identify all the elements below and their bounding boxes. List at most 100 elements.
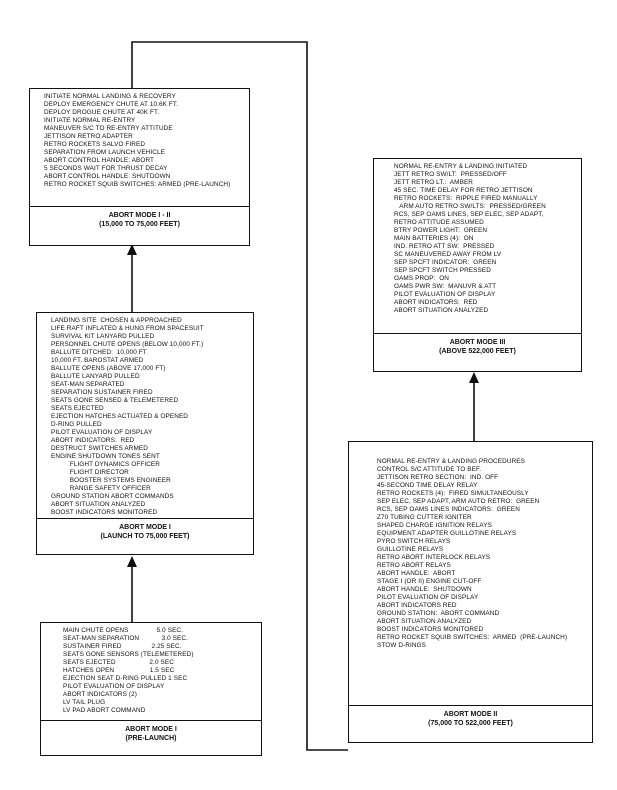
step-line: DEPLOY DROGUE CHUTE AT 40K FT. <box>44 109 160 116</box>
step-line: ABORT CONTROL HANDLE: SHUTDOWN <box>44 173 171 180</box>
step-line: 10,000 FT. BAROSTAT ARMED <box>51 357 144 364</box>
step-line: FLIGHT DYNAMICS OFFICER <box>51 461 160 468</box>
step-line: SEATS EJECTED 2.0 SEC <box>63 659 174 666</box>
step-line: BOOSTER SYSTEMS ENGINEER <box>51 477 171 484</box>
step-line: SEPARATION SUSTAINER FIRED <box>51 389 153 396</box>
step-line: RETRO ROCKET SQUIB SWITCHES: ARMED (PRE-… <box>44 181 231 188</box>
step-line: SUSTAINER FIRED 2.25 SEC. <box>63 643 182 650</box>
step-line: OAMS PWR SW: MANUVR & ATT <box>394 283 497 290</box>
step-line: BTRY POWER LIGHT: GREEN <box>394 227 488 234</box>
step-line: EJECTION SEAT D-RING PULLED 1 SEC <box>63 675 188 682</box>
step-line: Z70 TUBING CUTTER IGNITER <box>377 514 472 521</box>
step-line: RETRO ROCKET SQUIB SWITCHES: ARMED (PRE-… <box>377 634 568 641</box>
step-line: 45 SEC. TIME DELAY FOR RETRO JETTISON <box>394 187 533 194</box>
arrowhead-up <box>127 244 137 255</box>
step-line: ABORT CONTROL HANDLE: ABORT <box>44 157 155 164</box>
step-line: RANGE SAFETY OFFICER <box>51 485 151 492</box>
step-line: PYRO SWITCH RELAYS <box>377 538 451 545</box>
step-line: SHAPED CHARGE IGNITION RELAYS <box>377 522 492 529</box>
step-line: PILOT EVALUATION OF DISPLAY <box>51 429 153 436</box>
step-line: DESTRUCT SWITCHES ARMED <box>51 445 148 452</box>
step-line: RETRO ROCKETS: RIPPLE FIRED MANUALLY <box>394 195 538 202</box>
step-line: SC MANEUVERED AWAY FROM LV <box>394 251 502 258</box>
step-line: BOOST INDICATORS MONITORED <box>51 509 158 516</box>
abort-mode-1-prelaunch-title: ABORT MODE I <box>125 726 177 733</box>
step-line: LV TAIL PLUG <box>63 699 106 706</box>
abort-mode-3-subtitle: (ABOVE 522,000 FEET) <box>439 348 516 355</box>
abort-mode-1-prelaunch-footer: ABORT MODE I (PRE-LAUNCH) <box>41 720 261 755</box>
step-line: INITIATE NORMAL LANDING & RECOVERY <box>44 93 176 100</box>
abort-mode-2-subtitle: (75,000 TO 522,000 FEET) <box>428 720 513 727</box>
step-line: RETRO ABORT RELAYS <box>377 562 451 569</box>
arrowhead-up <box>469 372 479 383</box>
step-line: MANEUVER S/C TO RE-ENTRY ATTITUDE <box>44 125 173 132</box>
abort-mode-1-title: ABORT MODE I <box>119 524 171 531</box>
step-line: RCS, SEP OAMS LINES INDICATORS: GREEN <box>377 506 521 513</box>
step-line: 45-SECOND TIME DELAY RELAY <box>377 482 478 489</box>
step-line: CONTROL S/C ATTITUDE TO BEF. <box>377 466 482 473</box>
step-line: LIFE RAFT INFLATED & HUNG FROM SPACESUIT <box>51 325 204 332</box>
step-line: SEAT-MAN SEPARATED <box>51 381 125 388</box>
step-line: BALLUTE DITCHED: 10,000 FT <box>51 349 147 356</box>
step-line: LANDING SITE CHOSEN & APPROACHED <box>51 317 182 324</box>
step-line: ABORT HANDLE: SHUTDOWN <box>377 586 472 593</box>
connector-mode12-to-mode2 <box>131 41 348 751</box>
step-line: GROUND STATION ABORT COMMANDS <box>51 493 174 500</box>
step-line: SEP ELEC, SEP ADAPT, ARM AUTO RETRO: GRE… <box>377 498 540 505</box>
step-line: SEATS EJECTED <box>51 405 104 412</box>
step-line: ABORT SITUATION ANALYZED <box>377 618 472 625</box>
step-line: IND. RETRO ATT SW: PRESSED <box>394 243 495 250</box>
abort-mode-1-2-footer: ABORT MODE I - II (15,000 TO 75,000 FEET… <box>30 206 249 245</box>
step-line: BALLUTE OPENS (ABOVE 17,000 FT) <box>51 365 166 372</box>
step-line: JETTISON RETRO ADAPTER <box>44 133 133 140</box>
step-line: INITIATE NORMAL RE-ENTRY <box>44 117 136 124</box>
step-line: RETRO ROCKETS (4): FIRED SIMULTANEOUSLY <box>377 490 529 497</box>
abort-mode-1-2-subtitle: (15,000 TO 75,000 FEET) <box>99 221 180 228</box>
step-line: JETTISON RETRO SECTION: IND. OFF <box>377 474 499 481</box>
step-line: MAIN BATTERIES (4): ON <box>394 235 474 242</box>
step-line: RCS, SEP OAMS LINES, SEP ELEC, SEP ADAPT… <box>394 211 544 218</box>
step-line: GUILLOTINE RELAYS <box>377 546 444 553</box>
step-line: NORMAL RE-ENTRY & LANDING INITIATED <box>394 163 528 170</box>
step-line: ENGINE SHUTDOWN TONES SENT <box>51 453 160 460</box>
abort-mode-2-footer: ABORT MODE II (75,000 TO 522,000 FEET) <box>349 705 592 742</box>
step-line: ABORT INDICATORS: RED <box>51 437 135 444</box>
step-line: SEP SPCFT SWITCH PRESSED <box>394 267 491 274</box>
abort-mode-2-title: ABORT MODE II <box>443 711 498 718</box>
step-line: 5 SECONDS WAIT FOR THRUST DECAY <box>44 165 168 172</box>
abort-mode-1-prelaunch-steps: MAIN CHUTE OPENS 5.0 SEC.SEAT-MAN SEPARA… <box>41 623 261 719</box>
step-line: SEAT-MAN SEPARATION 3.0 SEC. <box>63 635 188 642</box>
step-line: PILOT EVALUATION OF DISPLAY <box>63 683 165 690</box>
step-line: PILOT EVALUATION OF DISPLAY <box>394 291 496 298</box>
step-line: SEATS GONE SENSED & TELEMETERED <box>51 397 179 404</box>
step-line: DEPLOY EMERGENCY CHUTE AT 10.6K FT. <box>44 101 179 108</box>
step-line: SEP SPCFT INDICATOR: GREEN <box>394 259 497 266</box>
step-line: STOW D-RINGS <box>377 642 427 649</box>
abort-mode-1-2-title: ABORT MODE I - II <box>108 212 171 219</box>
step-line: HATCHES OPEN 1.5 SEC <box>63 667 175 674</box>
step-line: ABORT HANDLE: ABORT <box>377 570 456 577</box>
step-line: PERSONNEL CHUTE OPENS (BELOW 10,000 FT.) <box>51 341 204 348</box>
step-line: LV PAD ABORT COMMAND <box>63 707 146 714</box>
step-line: ABORT INDICATORS (2) <box>63 691 137 698</box>
step-line: MAIN CHUTE OPENS 5.0 SEC. <box>63 627 184 634</box>
step-line: SEATS GONE SENSORS (TELEMETERED) <box>63 651 194 658</box>
step-line: JETT RETRO SW/LT: PRESSED/OFF <box>394 171 507 178</box>
abort-mode-1-subtitle: (LAUNCH TO 75,000 FEET) <box>100 533 190 540</box>
step-line: RETRO ROCKETS SALVO FIRED <box>44 141 146 148</box>
step-line: EQUIPMENT ADAPTER GUILLOTINE RELAYS <box>377 530 517 537</box>
step-line: OAMS PROP: ON <box>394 275 450 282</box>
step-line: RETRO ATTITUDE ASSUMED <box>394 219 484 226</box>
step-line: RETRO ABORT INTERLOCK RELAYS <box>377 554 491 561</box>
step-line: BOOST INDICATORS MONITORED <box>377 626 484 633</box>
abort-mode-1-prelaunch-subtitle: (PRE-LAUNCH) <box>125 735 177 742</box>
